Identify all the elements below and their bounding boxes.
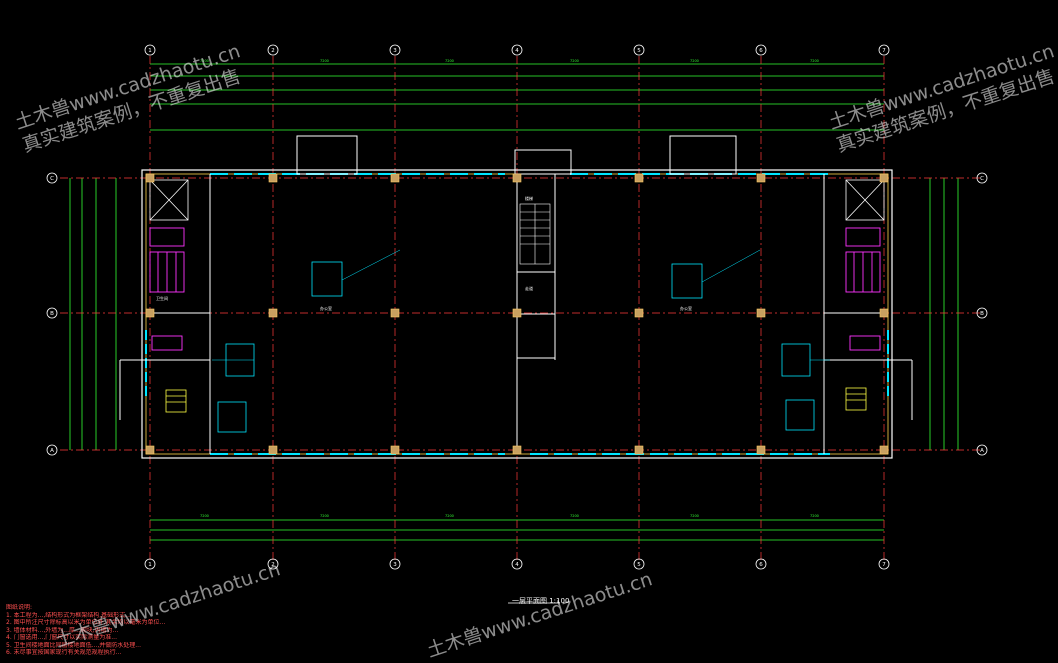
- dimension-text: 7200 7200 7200 7200 7200 7200 7200 7200 7200…: [200, 59, 819, 518]
- note-line: 6. 未尽事宜按国家现行有关规范规程执行...: [6, 649, 122, 656]
- annotation-leaders: [212, 249, 830, 361]
- axis-bubbles-top: [144, 44, 890, 56]
- svg-text:7200: 7200: [810, 59, 819, 63]
- axis-label-B-left: B: [50, 311, 54, 317]
- side-stairs: [165, 387, 867, 413]
- note-line: 5. 卫生间楼地面比同层楼地面低...,并做防水处理...: [6, 641, 141, 649]
- axis-label-5-top: 5: [637, 48, 641, 54]
- axis-label-7-top: 7: [882, 48, 886, 54]
- note-line: 1. 本工程为...,结构形式为框架结构,基础形式...: [6, 611, 131, 619]
- svg-text:7200: 7200: [690, 514, 699, 518]
- room-label-toilet: 卫生间: [156, 295, 168, 301]
- axis-bubbles-side: [46, 172, 988, 456]
- axis-bubbles-bottom: [144, 558, 890, 570]
- stairs: [519, 203, 551, 265]
- axis-label-5-bottom: 5: [637, 562, 641, 568]
- sanitary-fixtures: [149, 227, 881, 351]
- axis-label-2-top: 2: [271, 48, 275, 54]
- svg-text:7200: 7200: [570, 514, 579, 518]
- svg-text:7200: 7200: [570, 59, 579, 63]
- design-notes: 图纸说明: 1. 本工程为...,结构形式为框架结构,基础形式... 2. 图中…: [6, 604, 436, 657]
- axis-label-3-bottom: 3: [393, 562, 397, 568]
- note-line: 4. 门窗选用...,门窗尺寸以实际测量为准...: [6, 634, 117, 641]
- vertical-axis-lines: [149, 56, 885, 560]
- axis-label-4-bottom: 4: [515, 562, 519, 568]
- axis-label-A-right: A: [980, 448, 984, 454]
- notes-title: 图纸说明:: [6, 604, 33, 611]
- axis-label-6-bottom: 6: [759, 562, 763, 568]
- axis-label-1-top: 1: [148, 48, 152, 54]
- room-label-corridor: 走道: [525, 285, 533, 291]
- svg-text:7200: 7200: [445, 59, 454, 63]
- svg-text:7200: 7200: [200, 59, 209, 63]
- room-label-stair: 楼梯: [525, 195, 533, 201]
- structural-columns: [145, 173, 889, 455]
- axis-label-A-left: A: [50, 448, 54, 454]
- svg-text:7200: 7200: [320, 514, 329, 518]
- note-line: 2. 图中所注尺寸除标高以米为单位外,其余均以毫米为单位...: [6, 619, 166, 626]
- side-dimension-lines: [69, 178, 959, 450]
- axis-label-4-top: 4: [515, 48, 519, 54]
- axis-label-6-top: 6: [759, 48, 763, 54]
- room-label-office-left: 办公室: [320, 305, 332, 311]
- axis-label-7-bottom: 7: [882, 562, 886, 568]
- plan-title: 一层平面图 1:100: [512, 597, 570, 605]
- room-label-office-right: 办公室: [680, 305, 692, 311]
- axis-label-1-bottom: 1: [148, 562, 152, 568]
- svg-text:7200: 7200: [445, 514, 454, 518]
- annotation-boxes: [217, 261, 815, 433]
- axis-label-C-left: C: [50, 176, 54, 182]
- elevators: [149, 179, 885, 221]
- axis-label-C-right: C: [980, 176, 984, 182]
- svg-text:7200: 7200: [810, 514, 819, 518]
- svg-text:7200: 7200: [200, 514, 209, 518]
- axis-label-B-right: B: [980, 311, 984, 317]
- axis-label-2-bottom: 2: [271, 562, 275, 568]
- svg-text:7200: 7200: [690, 59, 699, 63]
- note-line: 3. 墙体材料...,外墙为...厚...砌块,内墙为...: [6, 626, 119, 634]
- svg-text:7200: 7200: [320, 59, 329, 63]
- axis-label-3-top: 3: [393, 48, 397, 54]
